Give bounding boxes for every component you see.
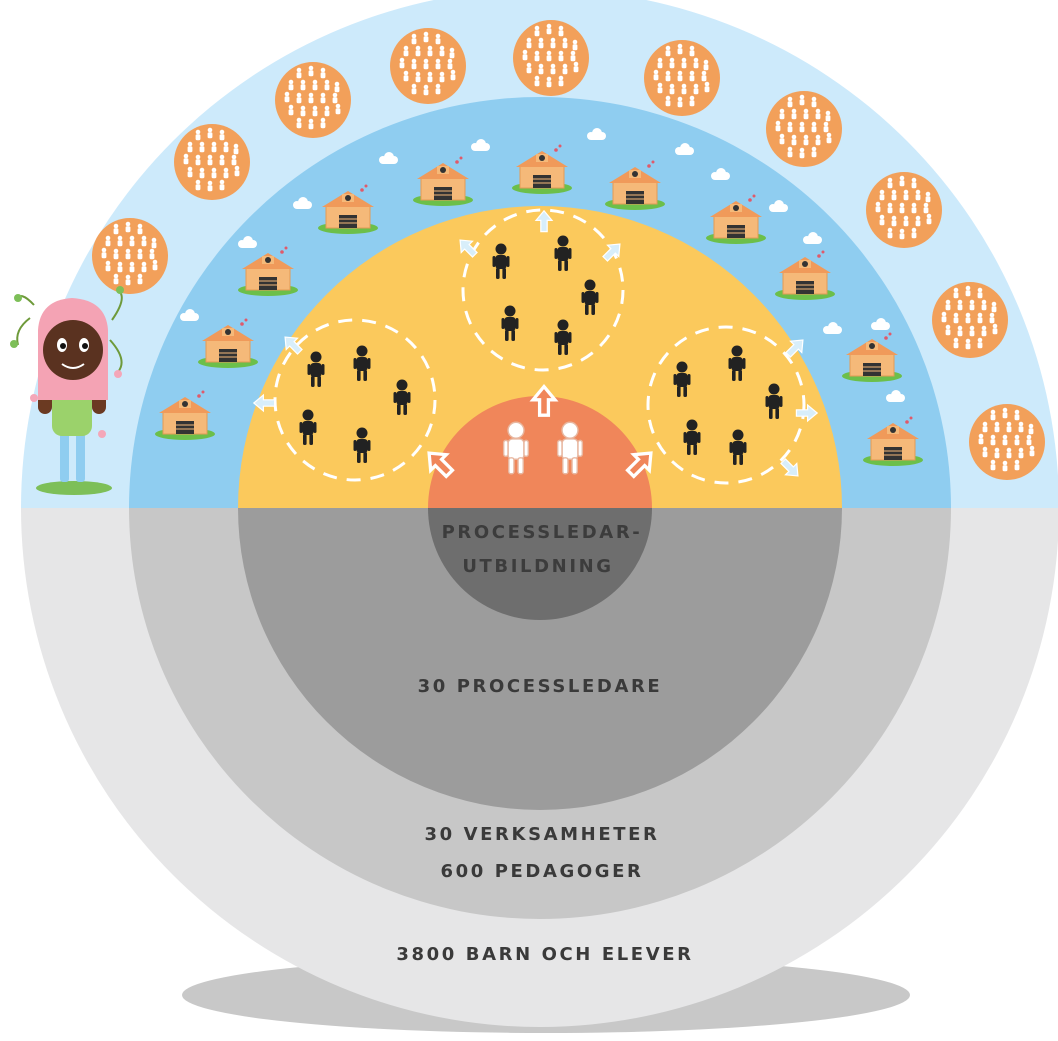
crowd-circle-icon [513, 20, 589, 96]
crowd-circle-icon [92, 218, 168, 294]
child-character-icon [10, 286, 124, 495]
crowd-circle-icon [390, 28, 466, 104]
ring4-label: 3800 BARN OCH ELEVER [396, 944, 693, 965]
rings-bottom [21, 508, 1058, 1027]
crowd-circle-icon [644, 40, 720, 116]
core-label-line1: PROCESSLEDAR- [442, 522, 643, 543]
leader-group-top [461, 208, 625, 372]
core-label-line2: UTBILDNING [462, 556, 613, 577]
crowd-circle-icon [969, 404, 1045, 480]
leader-group-right [646, 325, 806, 485]
crowd-circle-icon [275, 62, 351, 138]
ring2-label: 30 PROCESSLEDARE [418, 676, 663, 697]
crowd-circle-icon [174, 124, 250, 200]
ring3-label-line1: 30 VERKSAMHETER [425, 824, 660, 845]
crowd-circle-icon [932, 282, 1008, 358]
crowd-circle-icon [766, 91, 842, 167]
ring3-label-line2: 600 PEDAGOGER [440, 861, 643, 882]
crowd-circle-icon [866, 172, 942, 248]
